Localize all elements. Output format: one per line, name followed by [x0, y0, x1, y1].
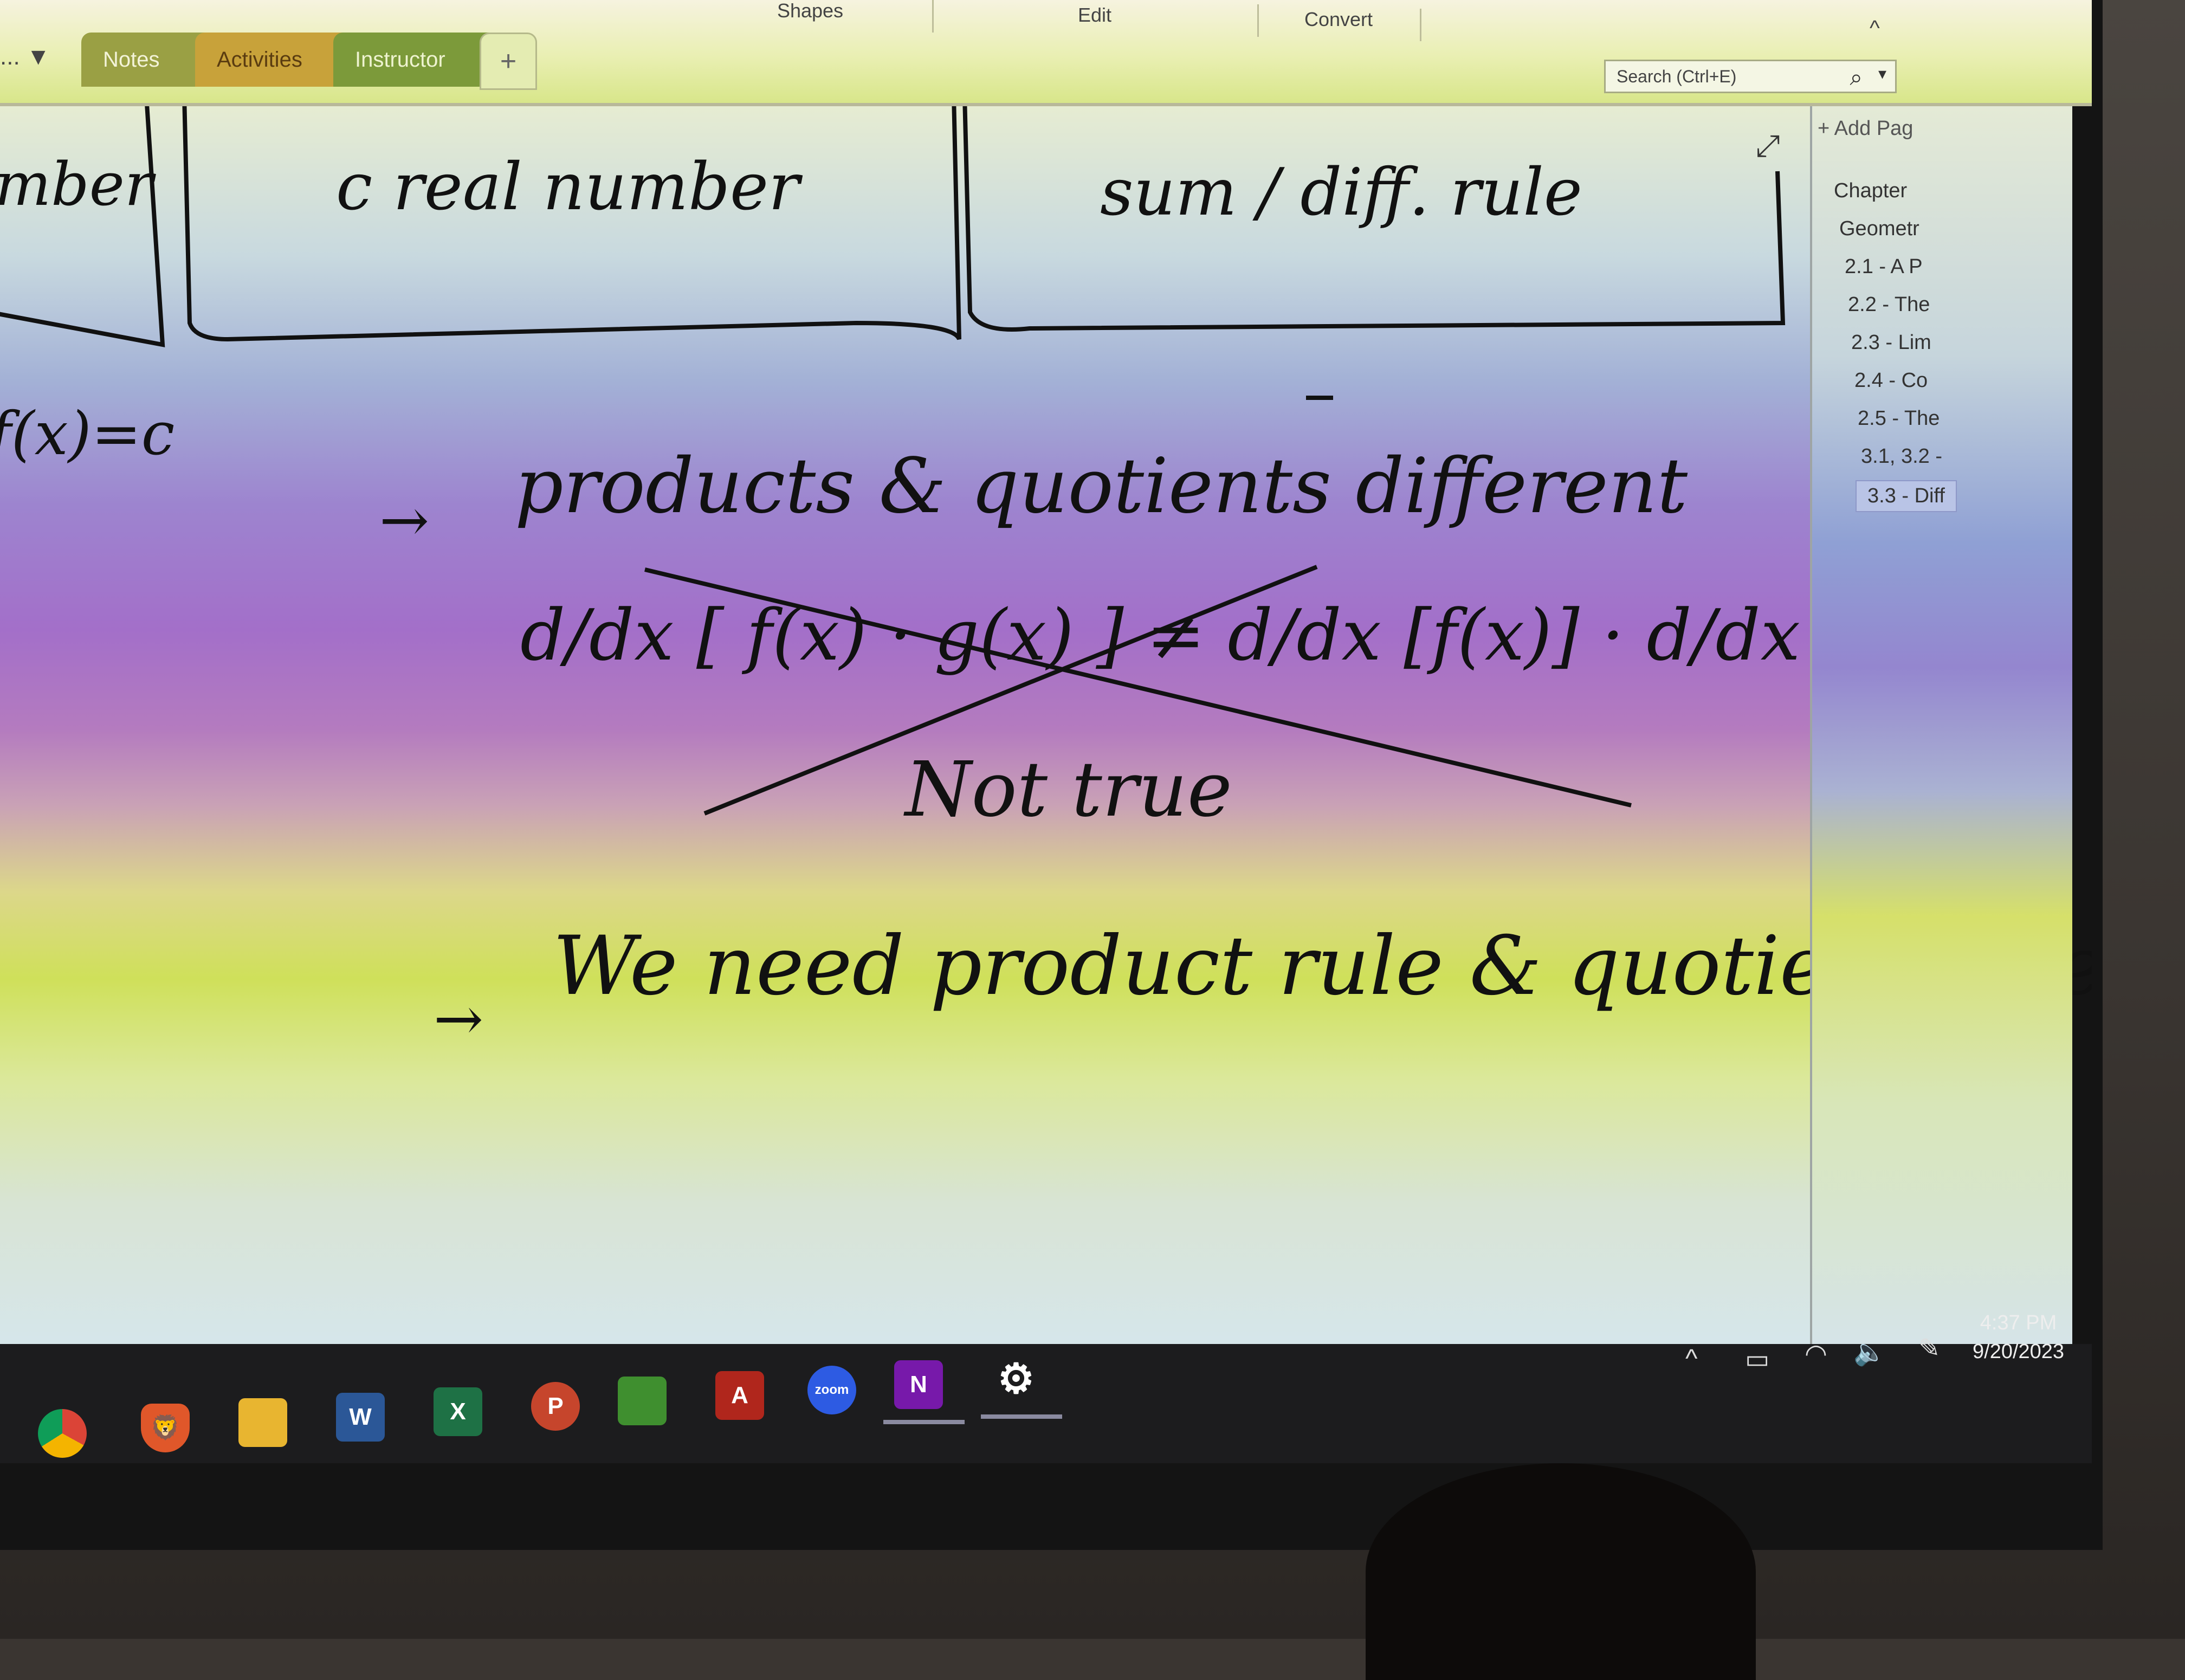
- system-clock[interactable]: 4:37 PM 9/20/2023: [1973, 1311, 2064, 1364]
- ink-text-sum-diff-rule: sum / diff. rule: [1100, 155, 1582, 230]
- page-item-selected[interactable]: 3.3 - Diff: [1856, 480, 1957, 512]
- page-item[interactable]: 2.4 - Co: [1854, 369, 1928, 392]
- powerpoint-icon[interactable]: P: [531, 1382, 580, 1431]
- battery-icon[interactable]: ▭: [1745, 1345, 1770, 1374]
- acrobat-icon[interactable]: A: [715, 1371, 764, 1420]
- search-icon[interactable]: ⌕: [1850, 64, 1863, 90]
- collapse-ribbon-icon[interactable]: ^: [1870, 16, 1880, 40]
- ink-text-products-quotients: products & quotients different: [515, 442, 1688, 531]
- ink-box-right: [962, 106, 1786, 332]
- ink-text-real-number-tail: mber: [0, 150, 153, 219]
- greenshot-icon[interactable]: [618, 1377, 667, 1425]
- ink-strokes: [0, 106, 1786, 816]
- volume-icon[interactable]: 🔈: [1853, 1338, 1886, 1367]
- add-page-button[interactable]: + Add Pag: [1818, 117, 1914, 140]
- active-app-indicator: [883, 1420, 965, 1424]
- page-item[interactable]: Chapter: [1834, 179, 1908, 202]
- ink-text-fx-equals-c: f(x)=c: [0, 399, 175, 468]
- ink-box-middle: [182, 106, 961, 342]
- ink-arrow: →: [379, 486, 430, 555]
- section-more-button[interactable]: ... ▼: [0, 43, 50, 70]
- search-box[interactable]: ⌕ ▾: [1604, 60, 1897, 93]
- clock-time: 4:37 PM: [1980, 1311, 2057, 1334]
- ink-text-formula: d/dx [ f(x) · g(x) ] ≠ d/dx [f(x)] · d/d…: [520, 594, 2018, 676]
- ink-cross-stroke-1: [644, 567, 1632, 807]
- page-item[interactable]: 2.1 - A P: [1845, 255, 1923, 278]
- screen-frame: Shapes Edit Convert ^ ... ▼ Notes Activi…: [0, 0, 2103, 1550]
- chrome-icon[interactable]: [38, 1409, 87, 1458]
- ink-cross-stroke-2: [703, 565, 1318, 816]
- ribbon-group-shapes[interactable]: Shapes: [688, 0, 934, 33]
- brave-icon[interactable]: 🦁: [141, 1404, 190, 1452]
- taskbar: 🦁 W X P A zoom N ⚙ ^ ▭ ◠ 🔈 ✎ 4:37 PM 9/2…: [0, 1311, 2092, 1463]
- search-input[interactable]: [1606, 61, 1860, 92]
- show-hidden-icons-icon[interactable]: ^: [1685, 1345, 1698, 1373]
- page-item[interactable]: Geometr: [1839, 217, 1919, 240]
- word-icon[interactable]: W: [336, 1393, 385, 1442]
- expand-icon[interactable]: ⤢: [1756, 128, 1780, 163]
- ribbon-group-edit[interactable]: Edit: [932, 4, 1259, 37]
- ink-text-not-true: Not true: [905, 746, 1232, 834]
- zoom-icon[interactable]: zoom: [807, 1366, 856, 1414]
- note-canvas[interactable]: ⤢ mber c real number sum / diff. rule f(…: [0, 106, 2092, 1353]
- clock-date: 9/20/2023: [1973, 1340, 2065, 1363]
- onenote-icon[interactable]: N: [894, 1360, 943, 1409]
- wifi-icon[interactable]: ◠: [1805, 1340, 1827, 1368]
- ink-arrow: →: [434, 984, 484, 1054]
- ink-text-c-real-number: c real number: [336, 150, 800, 225]
- add-section-button[interactable]: +: [480, 33, 537, 90]
- page-item[interactable]: 2.2 - The: [1848, 293, 1930, 316]
- projected-screen: Shapes Edit Convert ^ ... ▼ Notes Activi…: [0, 0, 2092, 1463]
- excel-icon[interactable]: X: [434, 1387, 482, 1436]
- active-app-indicator: [981, 1414, 1062, 1419]
- page-list-pane: + Add Pag Chapter Geometr 2.1 - A P 2.2 …: [1810, 106, 2072, 1353]
- page-item[interactable]: 3.1, 3.2 -: [1861, 445, 1942, 468]
- file-explorer-icon[interactable]: [238, 1398, 287, 1447]
- ink-box-left: [0, 106, 165, 347]
- ribbon: Shapes Edit Convert ^ ... ▼ Notes Activi…: [0, 0, 2092, 106]
- ribbon-group-convert[interactable]: Convert: [1257, 9, 1421, 41]
- settings-icon[interactable]: ⚙: [997, 1356, 1035, 1402]
- page-item[interactable]: 2.3 - Lim: [1851, 331, 1931, 354]
- page-item[interactable]: 2.5 - The: [1858, 407, 1940, 430]
- chevron-down-icon[interactable]: ▾: [1878, 65, 1886, 83]
- foreground-person-silhouette: [1366, 1463, 1756, 1680]
- pen-icon[interactable]: ✎: [1918, 1334, 1941, 1363]
